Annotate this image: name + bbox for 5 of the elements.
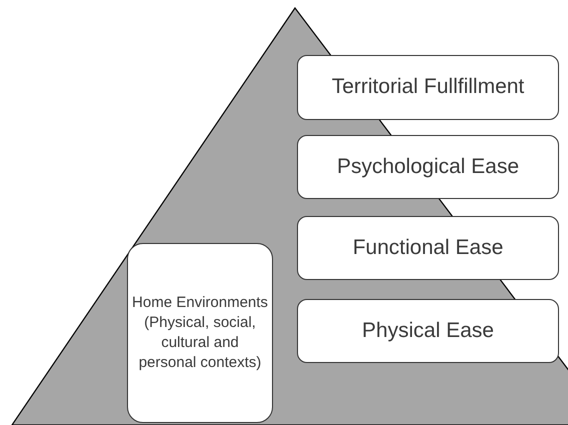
context-box: Home Environments (Physical, social, cultural and personal contexts) — [127, 243, 273, 423]
level-box: Physical Ease — [297, 299, 559, 363]
level-box: Functional Ease — [297, 216, 559, 280]
level-box: Territorial Fullfillment — [297, 55, 559, 120]
level-box: Psychological Ease — [297, 135, 559, 199]
